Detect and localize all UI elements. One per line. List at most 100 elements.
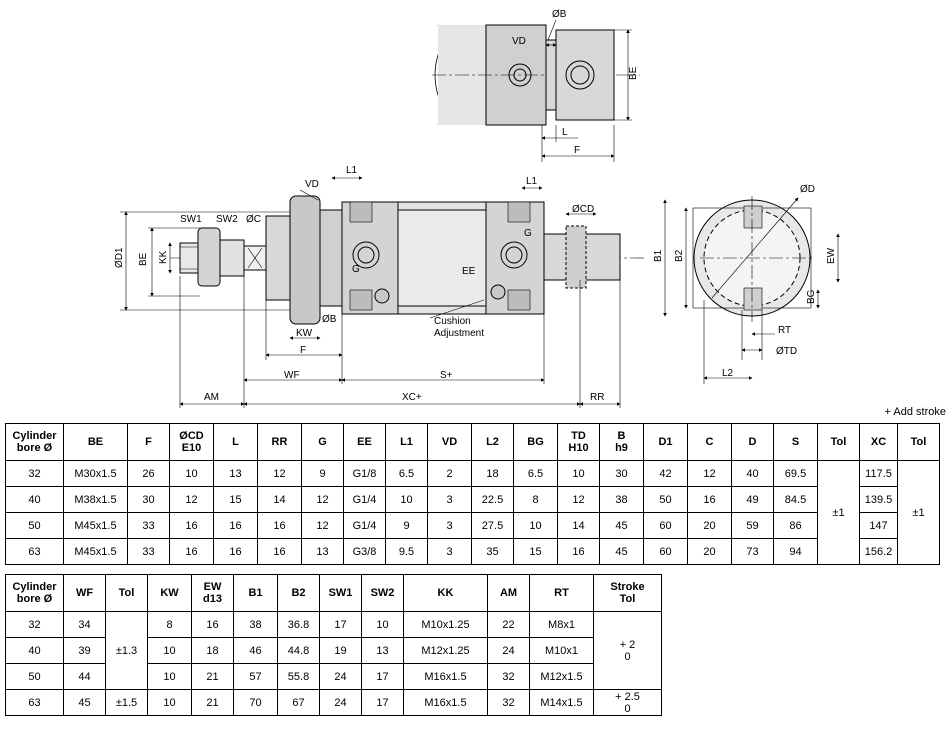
table-2-header-cell: RT <box>529 574 594 612</box>
table-cell: 13 <box>361 637 404 664</box>
table-cell: 38 <box>233 611 278 638</box>
table-cell: 84.5 <box>773 486 818 513</box>
label-rr: RR <box>590 392 604 403</box>
table-cell: 33 <box>127 538 170 565</box>
table-cell: 16 <box>169 512 214 539</box>
table-1-header-cell: TD H10 <box>557 423 600 461</box>
table-cell: 26 <box>127 460 170 487</box>
table-1-header-cell: L <box>213 423 258 461</box>
table-cell: 10 <box>147 637 192 664</box>
label-od1: ØD1 <box>114 247 125 268</box>
table-cell: G3/8 <box>343 538 386 565</box>
add-stroke-note: + Add stroke <box>884 406 946 418</box>
table-cell: 22 <box>487 611 530 638</box>
table-cell: 59 <box>731 512 774 539</box>
table-cell: 39 <box>63 637 106 664</box>
table-cell: 60 <box>643 512 688 539</box>
table-1-header-cell: S <box>773 423 818 461</box>
table-cell: 10 <box>361 611 404 638</box>
table-cell: 16 <box>169 538 214 565</box>
table-cell: 32 <box>5 611 64 638</box>
table-cell: 32 <box>5 460 64 487</box>
table-cell: 73 <box>731 538 774 565</box>
table-cell: M45x1.5 <box>63 538 128 565</box>
table-1-header-cell: D1 <box>643 423 688 461</box>
table-1-header-cell: XC <box>859 423 898 461</box>
table-cell: 34 <box>63 611 106 638</box>
table-cell: 10 <box>147 663 192 690</box>
table-cell: 16 <box>557 538 600 565</box>
label-be-top: BE <box>628 66 639 80</box>
table-cell: 12 <box>557 486 600 513</box>
table-cell: 46 <box>233 637 278 664</box>
table-cell: 22.5 <box>471 486 514 513</box>
table-cell: 38 <box>599 486 644 513</box>
table-cell: 45 <box>63 689 106 716</box>
label-l2: L2 <box>722 368 734 379</box>
label-cushion: Cushion <box>434 316 471 327</box>
table-cell: 20 <box>687 512 732 539</box>
stroke-tol-cell: + 2 0 <box>593 611 662 690</box>
table-cell: 86 <box>773 512 818 539</box>
table-2-header-cell: SW2 <box>361 574 404 612</box>
tol-wf-cell: ±1.5 <box>105 689 148 716</box>
tol-xc-cell: ±1 <box>897 460 940 565</box>
table-cell: 3 <box>427 538 472 565</box>
table-cell: 16 <box>213 512 258 539</box>
table-cell: 20 <box>687 538 732 565</box>
label-ob-top: ØB <box>552 9 567 20</box>
table-cell: 16 <box>687 486 732 513</box>
table-cell: 24 <box>319 663 362 690</box>
table-cell: 16 <box>191 611 234 638</box>
label-f-side: F <box>300 345 306 356</box>
table-cell: 6.5 <box>513 460 558 487</box>
stroke-tol-cell: + 2.5 0 <box>593 689 662 716</box>
table-cell: 3 <box>427 512 472 539</box>
table-cell: 60 <box>643 538 688 565</box>
tol-s-cell: ±1 <box>817 460 860 565</box>
table-cell: 49 <box>731 486 774 513</box>
table-cell: 45 <box>599 538 644 565</box>
table-cell: 15 <box>513 538 558 565</box>
table-cell: 10 <box>513 512 558 539</box>
table-cell: 55.8 <box>277 663 320 690</box>
table-1-header-cell: VD <box>427 423 472 461</box>
table-cell: 30 <box>127 486 170 513</box>
table-2-header-cell: WF <box>63 574 106 612</box>
table-cell: G1/4 <box>343 512 386 539</box>
label-od: ØD <box>800 184 815 195</box>
table-cell: 9 <box>301 460 344 487</box>
label-kk: KK <box>158 250 169 264</box>
table-cell: 6.5 <box>385 460 428 487</box>
table-cell: 17 <box>319 611 362 638</box>
table-cell: 16 <box>213 538 258 565</box>
table-cell: M12x1.5 <box>529 663 594 690</box>
tol-wf-cell: ±1.3 <box>105 611 148 690</box>
table-cell: M38x1.5 <box>63 486 128 513</box>
label-bg: BG <box>806 289 817 304</box>
table-cell: 14 <box>557 512 600 539</box>
table-cell: 9 <box>385 512 428 539</box>
table-1-header-cell: ØCD E10 <box>169 423 214 461</box>
table-cell: 69.5 <box>773 460 818 487</box>
table-cell: 57 <box>233 663 278 690</box>
table-2-header-cell: B2 <box>277 574 320 612</box>
table-cell: 3 <box>427 486 472 513</box>
table-1-header-cell: G <box>301 423 344 461</box>
table-cell: 18 <box>191 637 234 664</box>
label-ew: EW <box>826 247 837 264</box>
table-cell: 45 <box>599 512 644 539</box>
table-cell: M10x1 <box>529 637 594 664</box>
label-wf: WF <box>284 370 300 381</box>
table-cell: 16 <box>257 538 302 565</box>
end-view <box>663 196 840 384</box>
table-cell: 9.5 <box>385 538 428 565</box>
table-cell: M12x1.25 <box>403 637 488 664</box>
